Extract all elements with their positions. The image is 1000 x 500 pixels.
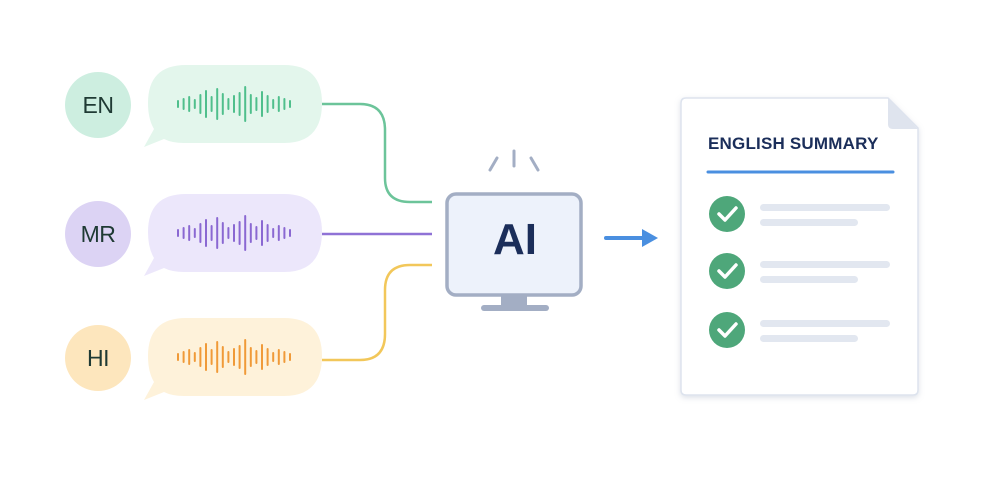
audio-waveform-icon [177, 215, 291, 251]
speech-bubble-mr [144, 194, 322, 276]
speech-bubble-hi [144, 318, 322, 400]
placeholder-text-line [760, 204, 890, 211]
checkmark-icon [717, 206, 738, 222]
check-circle-icon [709, 253, 745, 289]
language-badge-mr: MR [65, 201, 131, 267]
connector-line-hi [322, 263, 432, 362]
document-title: ENGLISH SUMMARY [708, 134, 879, 153]
checkmark-icon [717, 263, 738, 279]
summary-items [709, 196, 890, 348]
audio-waveform-icon [177, 339, 291, 375]
checkmark-icon [717, 322, 738, 338]
signal-rays-icon [488, 149, 540, 172]
placeholder-text-line [760, 320, 890, 327]
summary-item [709, 196, 890, 232]
right-arrow-icon [604, 229, 658, 247]
language-badge-hi: HI [65, 325, 131, 391]
audio-waveform-icon [177, 86, 291, 122]
ai-label: AI [493, 215, 537, 264]
placeholder-text-line [760, 276, 858, 283]
language-badge-en: EN [65, 72, 131, 138]
check-circle-icon [709, 312, 745, 348]
summary-item [709, 253, 890, 289]
speech-bubble-en [144, 65, 322, 147]
monitor-icon [445, 192, 583, 311]
placeholder-text-line [760, 335, 858, 342]
placeholder-text-line [760, 261, 890, 268]
check-circle-icon [709, 196, 745, 232]
placeholder-text-line [760, 219, 858, 226]
connector-line-en [322, 102, 432, 204]
summary-item [709, 312, 890, 348]
page-fold-icon [888, 98, 918, 129]
